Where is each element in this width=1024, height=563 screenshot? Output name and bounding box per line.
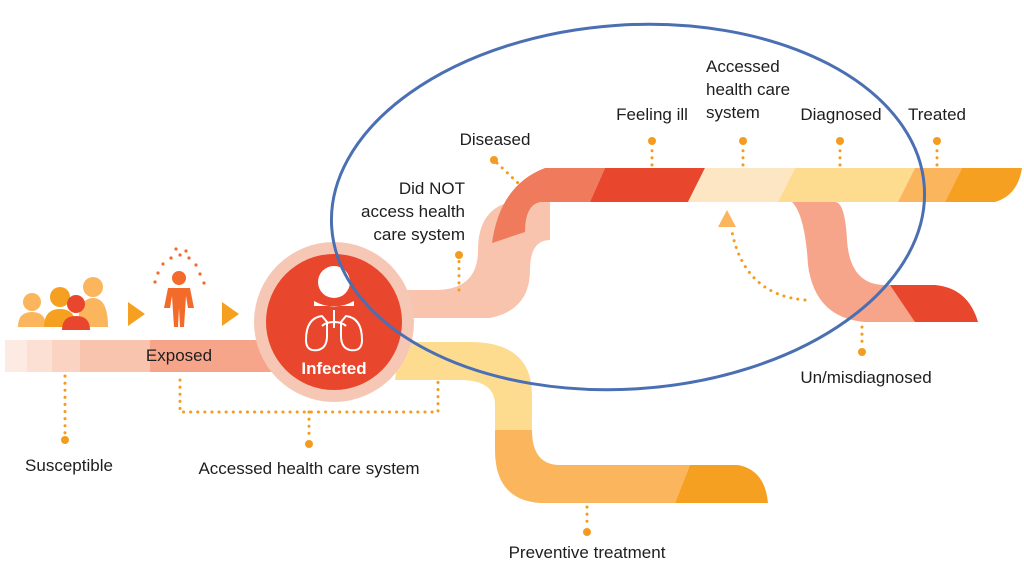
infected-node: Infected <box>254 242 414 402</box>
accessed-health-care-label: Accessed health care system <box>198 459 419 478</box>
infected-label: Infected <box>301 359 366 378</box>
preventive-path <box>395 342 768 503</box>
misdiagnosed-label: Un/misdiagnosed <box>800 368 931 387</box>
person-icon <box>314 266 354 307</box>
exposed-person-icon <box>153 247 206 327</box>
diseased-label: Diseased <box>460 130 531 149</box>
lungs-icon <box>304 310 364 352</box>
connector-lines <box>61 137 941 536</box>
treated-label: Treated <box>908 105 966 124</box>
accessed-label-line3: system <box>706 103 760 122</box>
people-group-icon <box>18 277 108 330</box>
accessed-label-line2: health care <box>706 80 790 99</box>
preventive-treatment-label: Preventive treatment <box>509 543 666 562</box>
feeling-ill-label: Feeling ill <box>616 105 688 124</box>
did-not-access-label-line3: care system <box>373 225 465 244</box>
did-not-access-label-line1: Did NOT <box>399 179 465 198</box>
exposed-label: Exposed <box>146 346 212 365</box>
accessed-label-line1: Accessed <box>706 57 780 76</box>
arrow-right-icon <box>128 302 145 326</box>
susceptible-label: Susceptible <box>25 456 113 475</box>
arrow-up-icon <box>718 210 736 227</box>
main-band <box>5 340 275 372</box>
misdiagnosed-path <box>792 202 978 322</box>
did-not-access-label-line2: access health <box>361 202 465 221</box>
diseased-path <box>405 168 1022 318</box>
highlight-ellipse <box>329 22 927 392</box>
arrow-right-icon <box>222 302 239 326</box>
diagnosed-label: Diagnosed <box>800 105 881 124</box>
